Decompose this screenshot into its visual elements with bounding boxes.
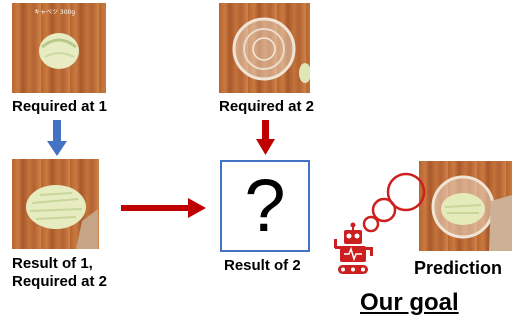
label-result-of-1-line2: Required at 2	[12, 273, 108, 290]
photo-shredded-cabbage	[12, 159, 99, 249]
cabbage-piece-drawing	[39, 33, 79, 69]
label-required-at-2-top: Required at 2	[219, 98, 315, 115]
bowl-with-cabbage-drawing	[431, 175, 512, 251]
label-result-of-1-line1: Result of 1,	[12, 255, 93, 272]
red-down-arrow	[256, 120, 275, 155]
shredded-cabbage-drawing	[26, 185, 98, 249]
photo-prediction	[419, 161, 512, 251]
glass-bowl-drawing	[232, 17, 310, 83]
question-mark: ?	[244, 164, 286, 247]
thought-bubble-icon	[362, 172, 426, 233]
robot-icon	[334, 222, 373, 274]
photo-caption: キャベツ 300g	[34, 9, 76, 16]
label-required-at-1: Required at 1	[12, 98, 108, 115]
unknown-result-box: ?	[220, 160, 310, 252]
label-prediction: Prediction	[414, 258, 503, 278]
label-result-of-2: Result of 2	[224, 257, 301, 274]
label-our-goal: Our goal	[360, 289, 459, 316]
photo-empty-bowl	[219, 3, 310, 93]
red-right-arrow	[121, 198, 206, 218]
photo-cabbage-piece: キャベツ 300g	[12, 3, 106, 93]
blue-down-arrow	[47, 120, 67, 156]
